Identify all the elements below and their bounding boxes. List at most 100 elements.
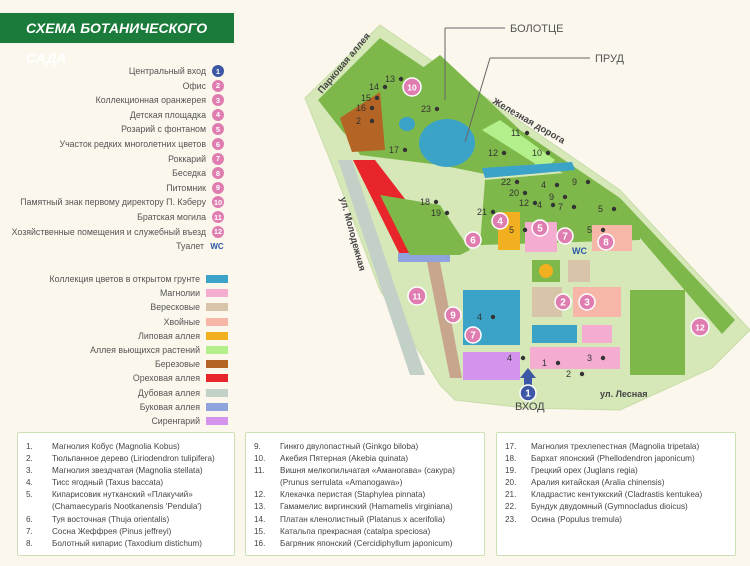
plant-number: 1. [26,442,33,451]
plant-entry: 15.Катальпа прекрасная (catalpa speciosa… [254,526,476,538]
legend-label: Ореховая аллея [132,373,200,384]
plant-entry: 13.Гамамелис виргинский (Hamamelis virgi… [254,501,476,513]
plant-number: 18. [505,454,517,464]
plant-entry: 1.Магнолия Кобус (Magnolia Kobus) [26,441,226,453]
legend-label: Участок редких многолетних цветов [59,139,206,149]
tree-number: 7 [558,202,563,212]
plant-name: Аралия китайская (Aralia chinensis) [531,478,665,488]
tree-number: 10 [532,148,542,158]
plant-entry: 6.Туя восточная (Thuja orientalis) [26,514,226,526]
tree-number: 4 [507,353,512,363]
plant-name: Сосна Жеффрея (Pinus jeffreyi) [52,526,172,536]
map-badge-number: 11 [413,292,422,302]
tree-dot [369,105,375,111]
plant-name: Бархат японский (Phellodendron japonicum… [531,454,695,464]
plant-number: 8. [26,538,33,548]
legend-item: Липовая аллея [138,329,236,343]
plant-entry: 20. Аралия китайская (Aralia chinensis) [505,477,727,489]
tree-dot [490,314,496,320]
map-badge-number: 3 [584,298,590,309]
plant-entry: 11.Вишня мелкопильчатая «Аманогава» (сак… [254,465,476,477]
plant-name: Бундук двудомный (Gymnocladus dioicus) [531,502,688,512]
tree-number: 17 [389,145,399,155]
tree-dot [490,209,496,215]
plant-name: Вишня мелкопильчатая «Аманогава» (сакура… [280,466,455,476]
tree-dot [501,150,507,156]
plant-entry: 12.Клекачка перистая (Staphylea pinnata) [254,489,476,501]
plant-entry: 21.Кладрастис кентуккский (Cladrastis ke… [505,489,727,501]
tree-dot [555,360,561,366]
plant-number: 20. [505,478,517,488]
legend-swatch [206,289,228,298]
tree-number: 5 [509,225,514,235]
plant-entry: 2.Тюльпанное дерево (Liriodendron tulipi… [26,453,226,465]
map-badge [464,326,482,344]
plant-number: 19. [505,466,517,476]
legend-badge: 4 [212,108,224,121]
tree-number: 15 [361,93,371,103]
tree-number: 4 [477,312,482,322]
tree-dot [382,84,388,90]
legend-label: Коллекционная оранжерея [95,95,206,106]
legend-label: Магнолии [159,288,200,299]
plant-entry: 14.Платан кленолистный (Platanus x aceri… [254,514,476,526]
legend-swatch [206,275,228,283]
plant-name: Туя восточная (Thuja orientalis) [52,514,170,524]
map-badge-number: 2 [560,298,566,309]
legend-badge: 8 [212,167,224,180]
plant-entry: 18. Бархат японский (Phellodendron japoni… [505,453,727,465]
map-badge-number: 1 [525,389,531,400]
tree-dot [585,179,591,185]
plant-name: (Chamaecyparis Nootkanensis 'Pendula') [52,502,202,512]
legend-badge: 10 [212,196,224,209]
legend-label: Хозяйственные помещения и служебный въез… [11,226,206,237]
legend-label: Братская могила [137,212,206,222]
legend-item: Памятный знак первому директору П. Кэбер… [20,195,236,209]
map-badge-number: 6 [470,236,476,247]
plant-number [26,501,52,513]
legend-swatch [206,388,228,397]
map-badge [444,306,462,324]
plant-number [254,477,280,489]
plant-entry: (Prunus serrulata «Amanogawa») [254,477,476,489]
map-badge [578,293,596,311]
tree-dot [600,227,606,233]
legend-badge: 1 [212,65,224,77]
plant-entry: 19.Грецкий орех (Juglans regia) [505,465,727,477]
tree-dot [611,206,617,212]
legend-label: Питомник [166,182,206,193]
legend-label: Детская площадка [129,109,206,120]
tree-dot [522,190,528,196]
label-entrance: ВХОД [515,401,545,413]
tree-number: 3 [587,353,592,363]
legend-item: Детская площадка 4 [130,108,236,122]
plant-name: Клекачка перистая (Staphylea pinnata) [280,490,426,500]
plant-name: Осина (Populus tremula) [531,514,623,524]
tree-dot [434,106,440,112]
tree-number: 9 [549,192,554,202]
section-west [380,195,470,255]
map-badge-number: 7 [562,232,568,243]
legend-swatch [206,360,228,369]
map-badge-number: 7 [470,331,476,342]
legend-badge: 7 [212,152,224,165]
plant-list-3: 17.Магнолия трехлепестная (Magnolia trip… [496,432,736,556]
plant-number: 15. [254,526,266,536]
legend-label: Сиренгарий [151,416,200,426]
map-badge-number: 8 [603,238,609,249]
legend-item: Коллекция цветов в открытом грунте [50,272,236,286]
legend-swatch [206,374,228,383]
plant-entry: 10.Акебия Пятерная (Akebia quinata) [254,453,476,465]
plant-name: Гамамелис виргинский (Hamamelis virginia… [280,502,453,512]
legend-label: Хвойные [163,316,200,327]
legend-item: Хвойные [164,315,236,329]
plant-number: 9. [254,442,261,451]
map-badge [402,77,422,97]
map-badge [597,233,615,251]
